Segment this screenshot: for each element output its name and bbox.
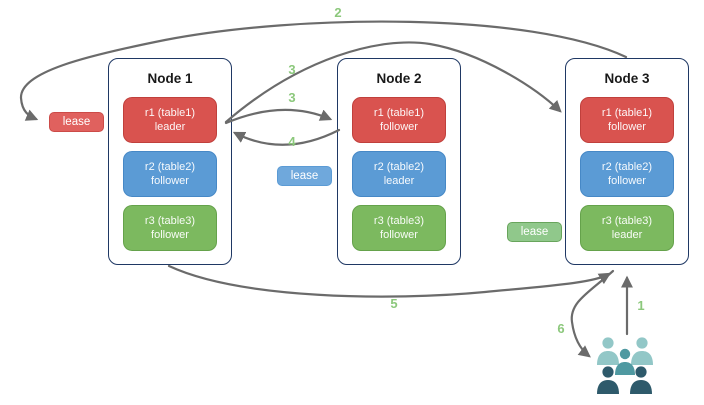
- replica-name: r3 (table3): [373, 215, 425, 227]
- replica-name: r3 (table3): [144, 215, 196, 227]
- replica-name: r3 (table3): [601, 215, 653, 227]
- replica-role: follower: [380, 121, 418, 133]
- replica-name: r1 (table1): [373, 107, 425, 119]
- node-3-replica-r1: r1 (table1) follower: [580, 97, 674, 143]
- users-group-icon: [597, 337, 653, 394]
- step-label-6: 6: [557, 321, 565, 336]
- step-label-3b: 3: [288, 90, 296, 105]
- replica-name: r2 (table2): [144, 161, 196, 173]
- step-label-5: 5: [390, 296, 398, 311]
- node-1-replica-r2: r2 (table2) follower: [123, 151, 217, 197]
- step-label-2: 2: [334, 5, 342, 20]
- node-2-replica-r1: r1 (table1) follower: [352, 97, 446, 143]
- node-2-box: Node 2 r1 (table1) follower r2 (table2) …: [337, 58, 461, 265]
- arrow-step-3-node1-to-node2: [224, 108, 333, 125]
- node-3-box: Node 3 r1 (table1) follower r2 (table2) …: [565, 58, 689, 265]
- replica-name: r1 (table1): [144, 107, 196, 119]
- node-1-replica-r1: r1 (table1) leader: [123, 97, 217, 143]
- replica-role: follower: [608, 121, 646, 133]
- node-3-title: Node 3: [604, 71, 650, 86]
- node-2-title: Node 2: [376, 71, 422, 86]
- node-2-replica-r3: r3 (table3) follower: [352, 205, 446, 251]
- lease-badge-blue: lease: [277, 166, 332, 186]
- replica-name: r2 (table2): [373, 161, 425, 173]
- lease-badge-green: lease: [507, 222, 562, 242]
- step-label-3a: 3: [288, 62, 296, 77]
- node-1-title: Node 1: [147, 71, 193, 86]
- replica-role: follower: [380, 229, 418, 241]
- node-2-replica-r2: r2 (table2) leader: [352, 151, 446, 197]
- replica-role: follower: [151, 229, 189, 241]
- replica-role: follower: [608, 175, 646, 187]
- step-label-1: 1: [637, 298, 645, 313]
- replica-name: r2 (table2): [601, 161, 653, 173]
- node-1-box: Node 1 r1 (table1) leader r2 (table2) fo…: [108, 58, 232, 265]
- replica-role: leader: [383, 175, 415, 187]
- node-3-replica-r2: r2 (table2) follower: [580, 151, 674, 197]
- lease-badge-red: lease: [49, 112, 104, 132]
- node-1-replica-r3: r3 (table3) follower: [123, 205, 217, 251]
- replica-role: leader: [154, 121, 186, 133]
- step-label-4: 4: [288, 134, 296, 149]
- replica-role: follower: [151, 175, 189, 187]
- node-3-replica-r3: r3 (table3) leader: [580, 205, 674, 251]
- replica-role: leader: [611, 229, 643, 241]
- replica-name: r1 (table1): [601, 107, 653, 119]
- arrow-step-5-node1-to-node3: [167, 264, 612, 298]
